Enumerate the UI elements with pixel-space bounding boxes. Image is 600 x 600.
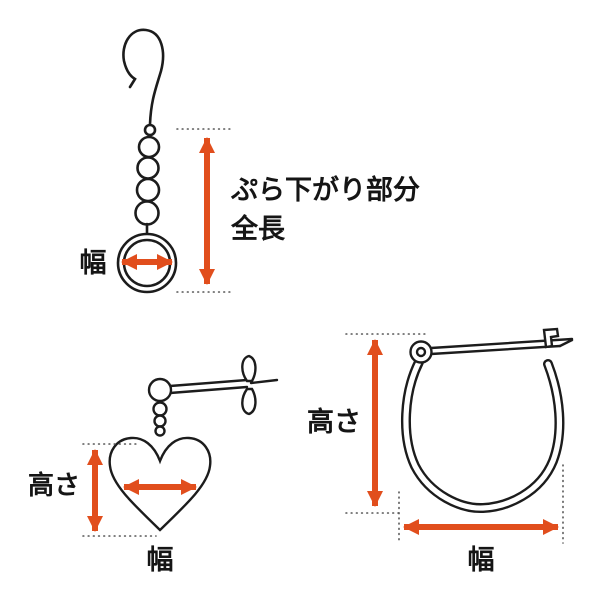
hoop-earring-figure	[400, 327, 574, 514]
hoop-width-label: 幅	[468, 545, 495, 576]
dangle-earring-figure	[116, 28, 178, 294]
dangle-length-label-line2: 全長	[230, 213, 286, 245]
bead	[153, 414, 167, 428]
heart-width-label: 幅	[147, 545, 174, 576]
bead	[136, 156, 160, 180]
bead	[152, 401, 168, 417]
hoop-hinge-ring-outer	[409, 340, 433, 364]
stud-post-bottom	[168, 385, 249, 395]
bead	[134, 200, 160, 226]
heart-stud-earring-figure	[108, 354, 279, 532]
heart-height-label: 高さ	[28, 470, 80, 501]
hoop-clasp	[542, 327, 560, 349]
measurement-arrows	[87, 137, 559, 535]
hoop-hinge-ring-inner	[415, 346, 427, 358]
hoop-body-inner	[403, 359, 562, 511]
hoop-height-label: 高さ	[307, 406, 361, 438]
stud-ball	[147, 377, 173, 403]
stud-post-tip	[249, 378, 279, 385]
butterfly-clutch-top-wing	[241, 354, 257, 383]
guide-lines	[82, 128, 564, 544]
bead	[154, 425, 166, 437]
bead	[137, 135, 161, 159]
hoop-pin-bottom	[429, 344, 562, 356]
dangle-length-label-line1: ぷら下がり部分	[230, 174, 420, 206]
stud-post-top	[168, 378, 249, 388]
butterfly-clutch-bottom-wing	[241, 387, 257, 416]
heart-pendant	[108, 436, 212, 532]
hook-knot-loop	[143, 123, 157, 137]
ear-hook-wire	[122, 28, 165, 126]
dangle-width-label: 幅	[80, 248, 107, 279]
hoop-pin-tip	[558, 338, 574, 348]
bead	[135, 177, 161, 203]
